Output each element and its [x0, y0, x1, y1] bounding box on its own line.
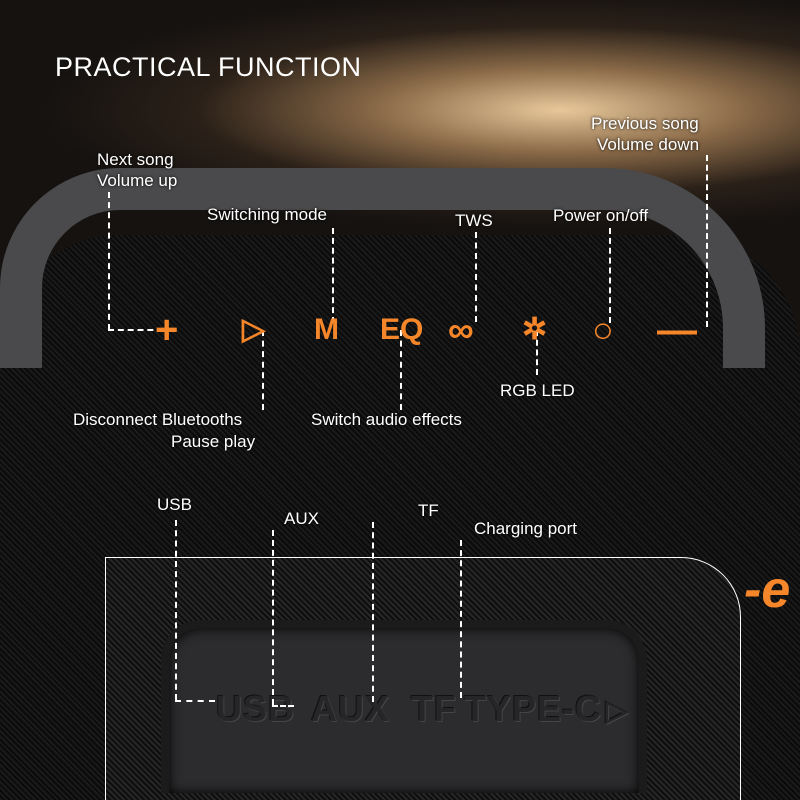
- leader-line: [332, 228, 334, 323]
- leader-line: [272, 705, 294, 707]
- label-volume-up: Volume up: [97, 171, 178, 190]
- leader-line: [108, 192, 110, 330]
- power-button[interactable]: ○: [592, 309, 614, 350]
- embossed-aux: AUX: [311, 688, 391, 729]
- leader-line: [262, 330, 264, 410]
- label-previous-song: Previous song: [591, 114, 699, 133]
- leader-line: [460, 540, 462, 698]
- leader-line: [272, 530, 274, 705]
- leader-line: [536, 330, 538, 375]
- label-audio-effects: Switch audio effects: [311, 410, 462, 429]
- label-usb: USB: [157, 495, 192, 514]
- label-disconnect: Disconnect Bluetooths: [73, 410, 243, 429]
- page-title: PRACTICAL FUNCTION: [55, 52, 362, 82]
- led-icon[interactable]: ✲: [522, 313, 548, 346]
- port-detail-inset: USB AUX TF TYPE-C ▷: [105, 557, 741, 800]
- leader-line: [609, 228, 611, 323]
- label-rgb-led: RGB LED: [500, 381, 575, 400]
- brand-logo: -e: [744, 561, 791, 619]
- label-volume-down: Volume down: [597, 135, 700, 154]
- embossed-usb: USB: [216, 688, 296, 729]
- eq-button[interactable]: EQ: [380, 313, 424, 346]
- play-button[interactable]: ▷: [242, 313, 266, 346]
- label-tws: TWS: [455, 211, 493, 230]
- leader-line: [400, 330, 402, 410]
- leader-line: [372, 522, 374, 702]
- port-cover[interactable]: [161, 620, 647, 793]
- leader-line: [475, 232, 477, 322]
- minus-button[interactable]: —: [657, 308, 697, 352]
- plus-button[interactable]: +: [155, 308, 179, 352]
- leader-line: [175, 700, 215, 702]
- leader-line: [175, 520, 177, 700]
- arrow-icon: ▷: [606, 695, 629, 726]
- label-switching-mode: Switching mode: [207, 205, 328, 224]
- embossed-tf: TF: [411, 688, 457, 729]
- label-next-song: Next song: [97, 150, 174, 169]
- leader-line: [706, 155, 708, 327]
- leader-line: [108, 329, 173, 331]
- embossed-typec: TYPE-C: [464, 688, 603, 729]
- label-pause: Pause play: [171, 432, 256, 451]
- mode-button[interactable]: M: [314, 313, 339, 346]
- label-tf: TF: [418, 501, 439, 520]
- tws-link-icon[interactable]: ∞: [448, 309, 474, 350]
- label-power: Power on/off: [553, 206, 649, 225]
- label-charging-port: Charging port: [474, 519, 578, 538]
- label-aux: AUX: [284, 509, 319, 528]
